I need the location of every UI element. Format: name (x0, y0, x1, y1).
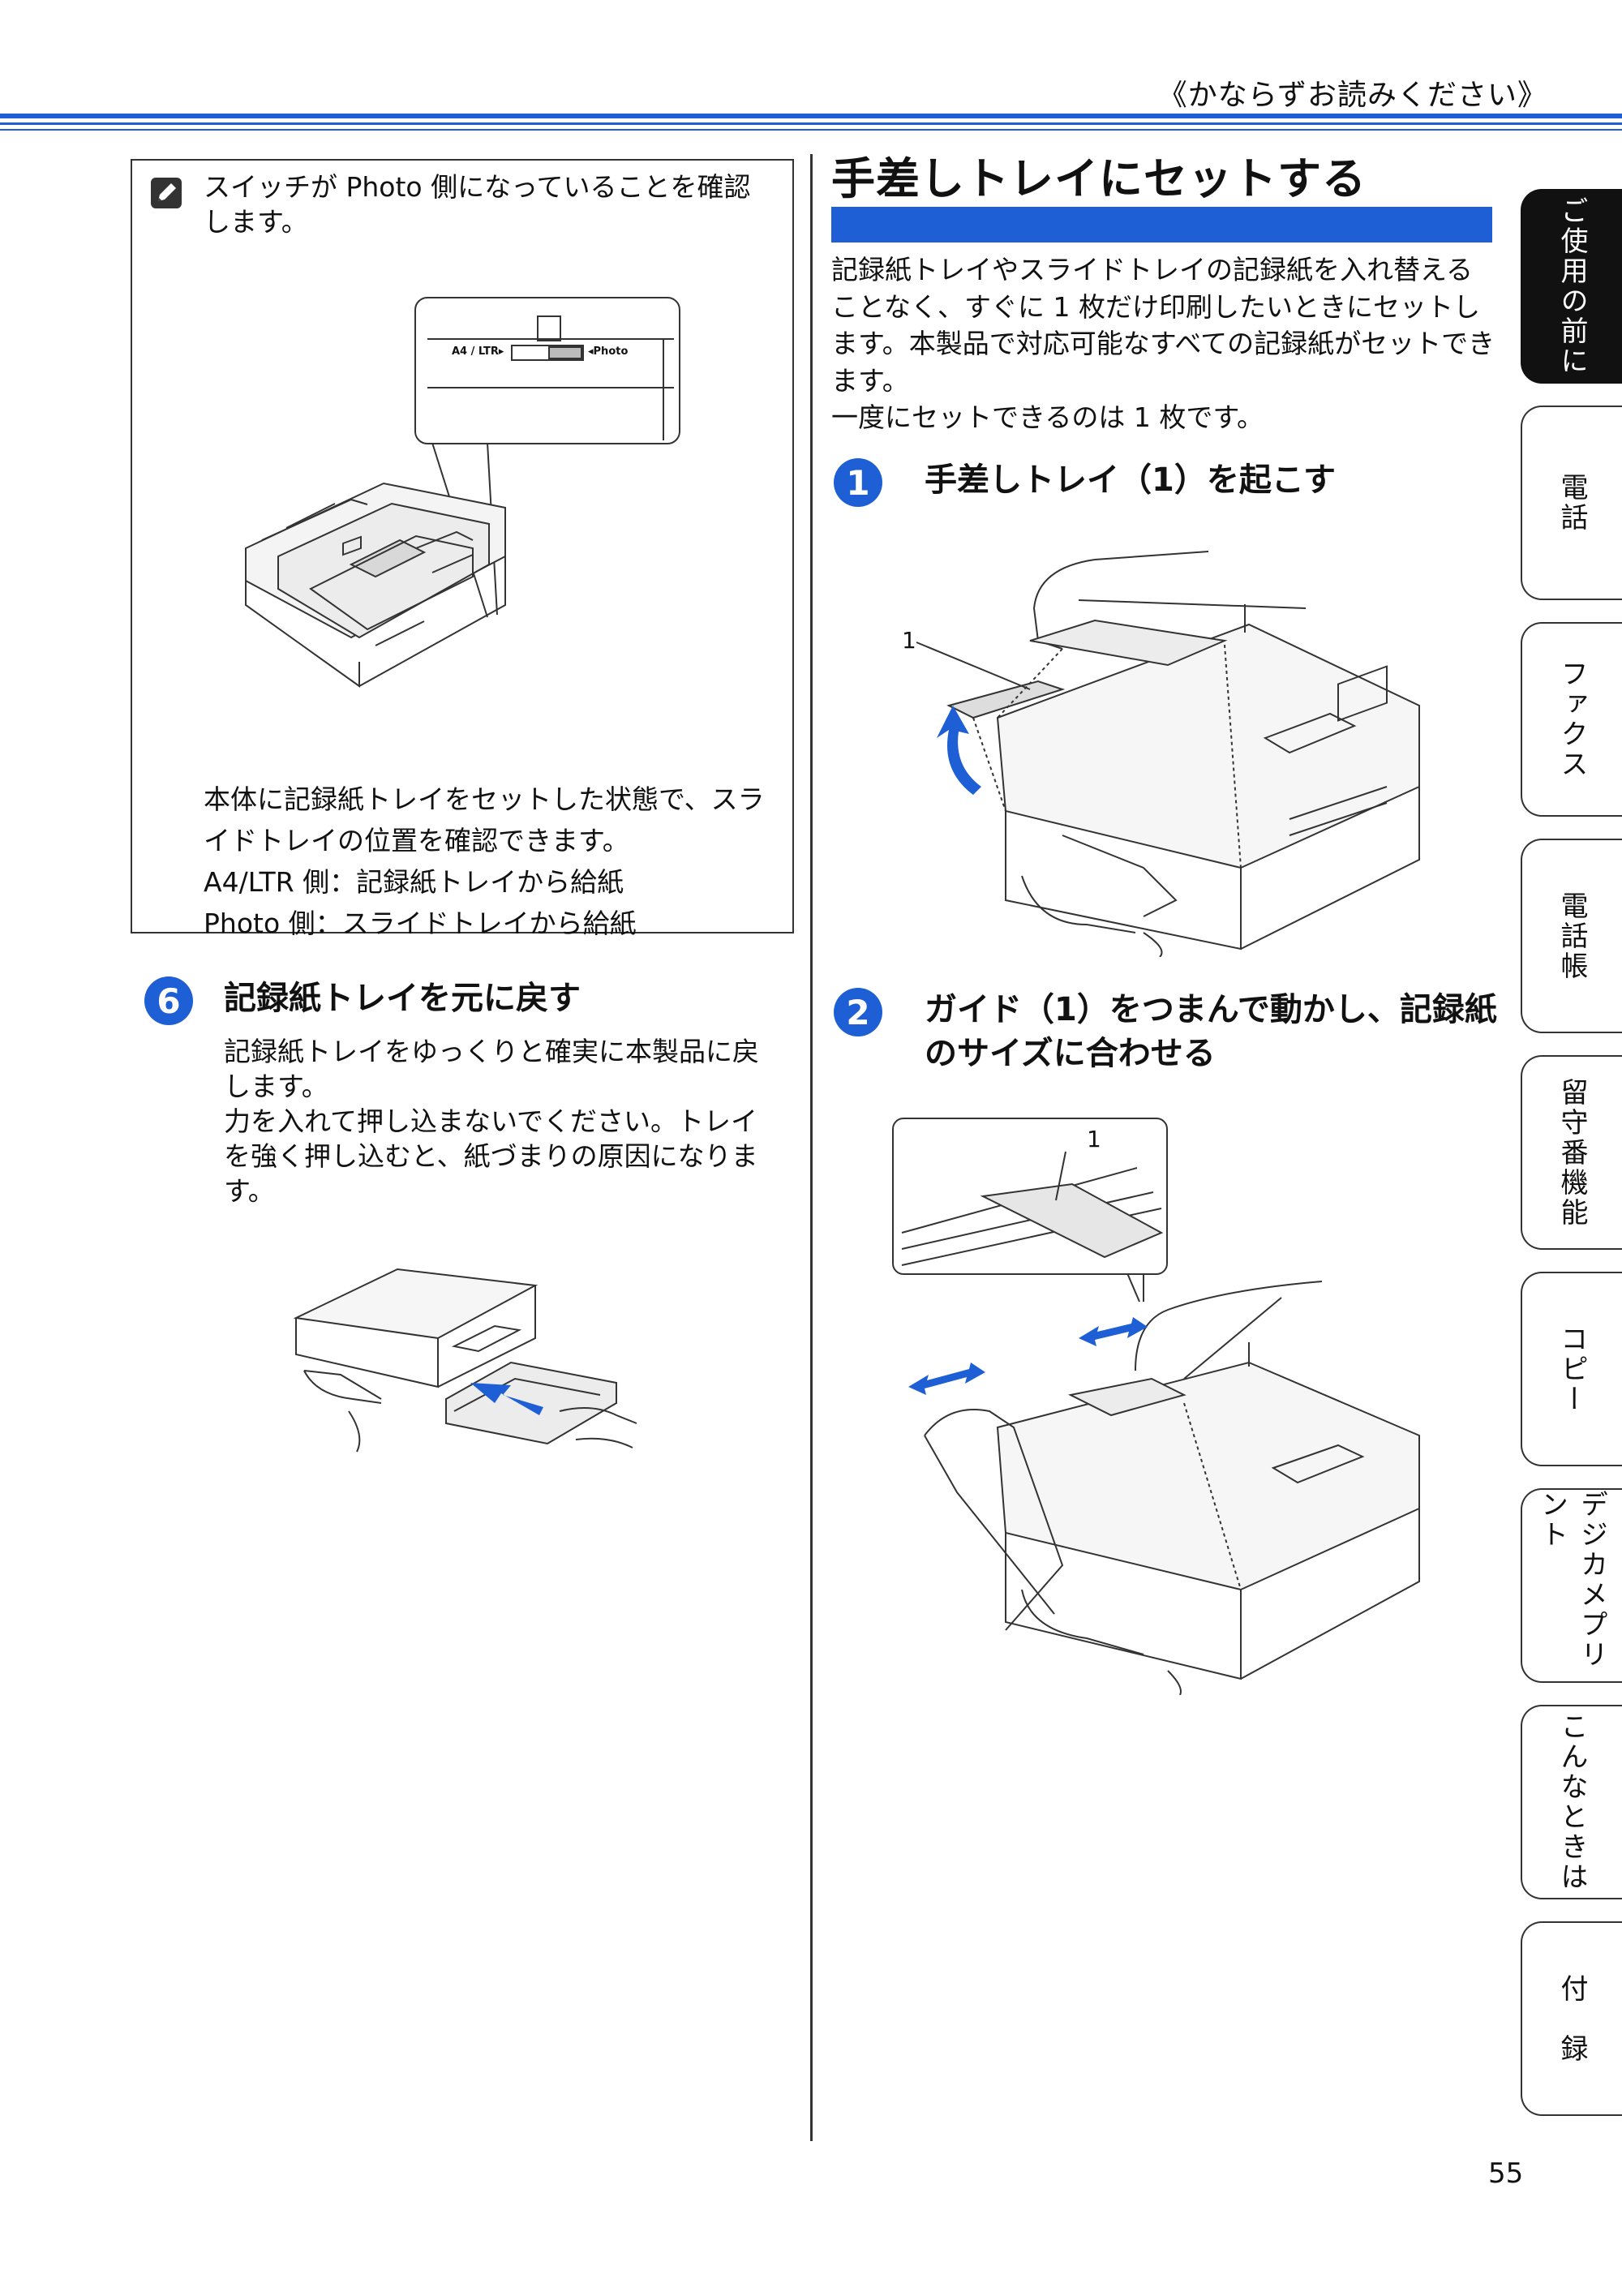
section-intro-1: 記録紙トレイやスライドトレイの記録紙を入れ替えることなく、すぐに 1 枚だけ印刷… (831, 254, 1495, 397)
page-number: 55 (1488, 2157, 1524, 2190)
header-note: 《かならずお読みください》 (1157, 79, 1547, 112)
header-rule (0, 114, 1622, 118)
guide-adjust-illustration (908, 1273, 1420, 1695)
step-2-title: ガイド（1）をつまんで動かし、記録紙のサイズに合わせる (925, 991, 1497, 1072)
tab-fax[interactable]: ファクス (1521, 622, 1622, 817)
tab-troubleshooting[interactable]: こんなときは (1521, 1705, 1622, 1899)
note-a4-line: A4/LTR 側：記録紙トレイから給紙 (204, 866, 624, 899)
column-divider (810, 154, 813, 2141)
right-double-arrow-icon (1079, 1317, 1148, 1346)
step-6-body-1: 記録紙トレイをゆっくりと確実に本製品に戻します。 (224, 1036, 759, 1102)
step-6-body-2: 力を入れて押し込まないでください。トレイを強く押し込むと、紙づまりの原因になりま… (224, 1105, 758, 1207)
note-photo-line: Photo 側：スライドトレイから給紙 (204, 908, 637, 940)
note-box: スイッチが Photo 側になっていることを確認します。 (131, 159, 794, 939)
step-6-number: 6 (144, 976, 193, 1025)
callout-label-a4: A4 / LTR▸ (452, 345, 504, 358)
raise-arrow-icon (937, 706, 981, 795)
note-desc-text: 本体に記録紙トレイをセットした状態で、スライドトレイの位置を確認できます。 (204, 783, 765, 857)
tray-illustration (245, 442, 506, 688)
section-intro: 記録紙トレイやスライドトレイの記録紙を入れ替えることなく、すぐに 1 枚だけ印刷… (831, 251, 1496, 436)
manual-tray-raise-illustration (916, 551, 1420, 957)
section-title: 手差しトレイにセットする (831, 153, 1367, 204)
header-rule-thin (0, 122, 1622, 125)
section-intro-2: 一度にセットできるのは 1 枚です。 (831, 401, 1264, 434)
step-1-callout-label: 1 (902, 627, 916, 654)
arrow-icon (470, 1383, 543, 1415)
tab-appendix[interactable]: 付 録 (1521, 1921, 1622, 2116)
step-2-callout-label: 1 (1087, 1126, 1101, 1152)
switch-callout: A4 / LTR▸ ◂Photo (414, 297, 680, 444)
note-description: 本体に記録紙トレイをセットした状態で、スライドトレイの位置を確認できます。 A4… (204, 779, 771, 945)
section-bar (831, 207, 1492, 242)
step-1-title: 手差しトレイ（1）を起こす (925, 461, 1337, 499)
tab-answering[interactable]: 留守番機能 (1521, 1055, 1622, 1250)
step-6-body: 記録紙トレイをゆっくりと確実に本製品に戻します。 力を入れて押し込まないでくださ… (224, 1035, 775, 1208)
guide-callout: 1 (892, 1118, 1168, 1275)
tab-before-use[interactable]: ご使用の前に (1521, 189, 1622, 384)
step-2-number: 2 (834, 988, 882, 1036)
tab-phonebook[interactable]: 電話帳 (1521, 839, 1622, 1033)
note-text: スイッチが Photo 側になっていることを確認します。 (204, 171, 751, 238)
tab-photo-print[interactable]: デジカメプリント (1521, 1488, 1622, 1683)
left-double-arrow-icon (908, 1363, 985, 1395)
tab-copy[interactable]: コピー (1521, 1272, 1622, 1466)
step-6-title: 記録紙トレイを元に戻す (224, 980, 581, 1017)
header-rule-thin-2 (0, 129, 1622, 131)
switch-detail (427, 315, 674, 440)
callout-label-photo: ◂Photo (588, 345, 629, 358)
step-1-number: 1 (834, 458, 882, 507)
tab-phone[interactable]: 電話 (1521, 406, 1622, 600)
guide-detail (901, 1151, 1164, 1266)
tray-return-illustration (293, 1268, 637, 1453)
memo-icon (151, 178, 182, 208)
